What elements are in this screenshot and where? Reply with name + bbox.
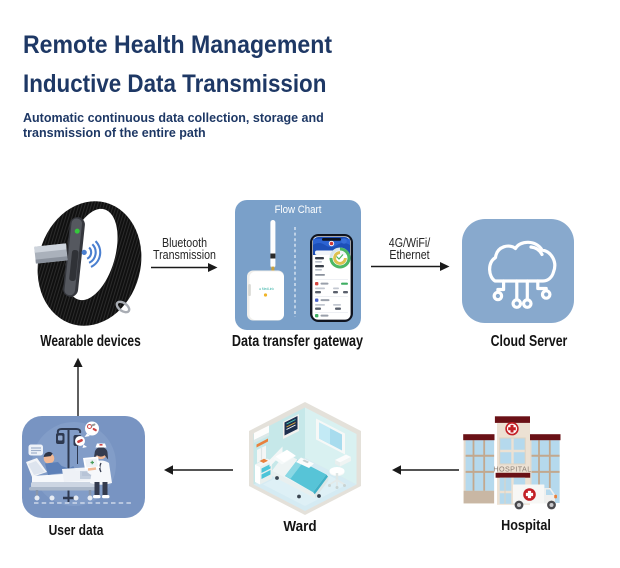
svg-text:● MedLink: ● MedLink xyxy=(259,287,274,291)
svg-text:HOSPITAL: HOSPITAL xyxy=(493,465,531,474)
